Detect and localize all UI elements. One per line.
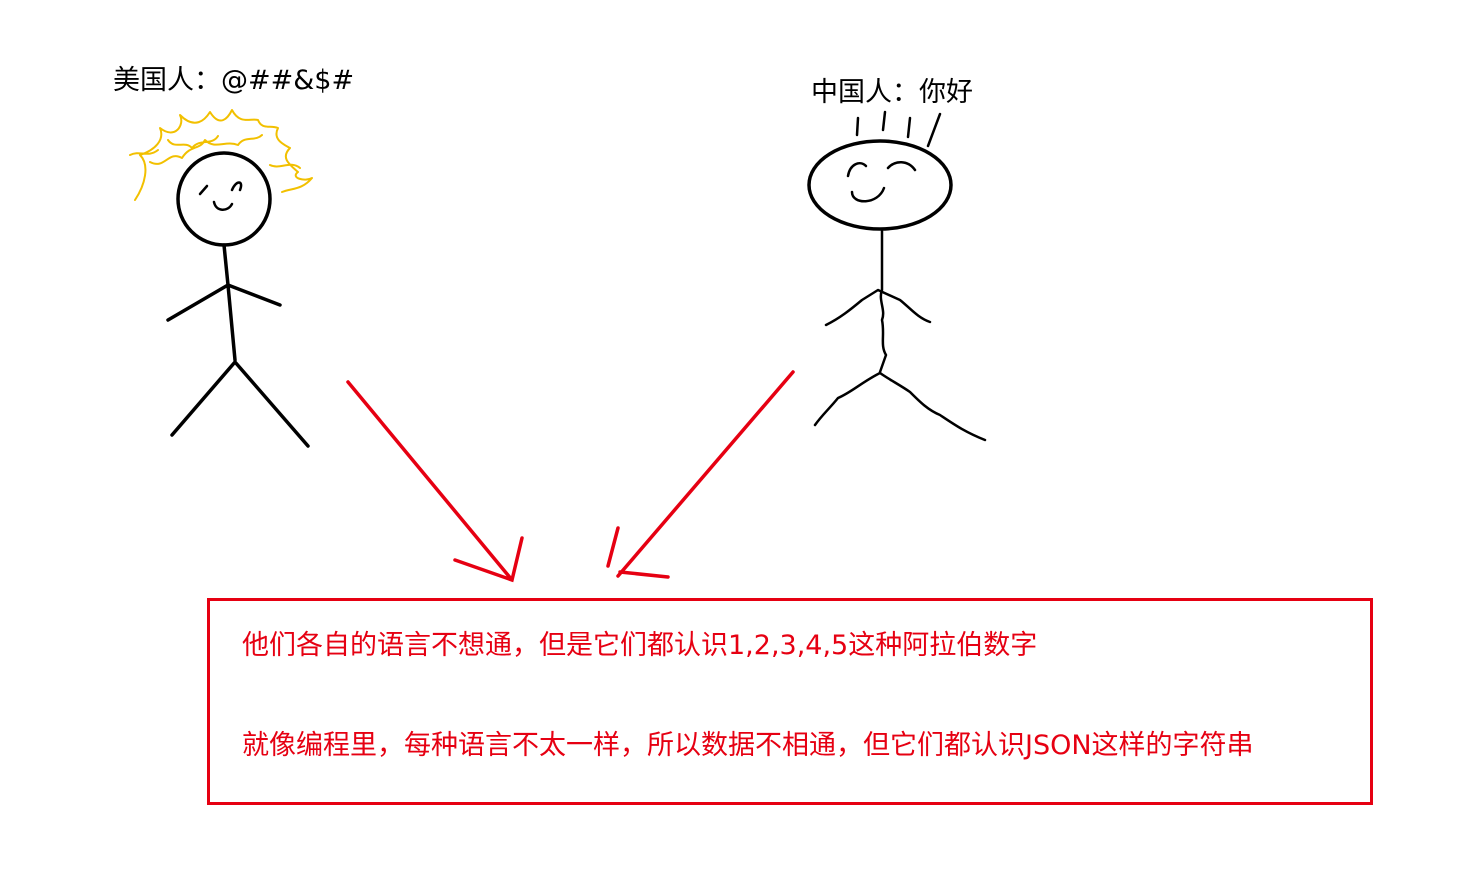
american-arms (166, 283, 282, 322)
american-hair (129, 109, 313, 201)
american-mouth (212, 200, 234, 211)
american-head (176, 151, 272, 247)
chinese-body (878, 229, 888, 374)
chinese-head (807, 139, 953, 231)
chinese-right-eye (886, 161, 917, 172)
american-speech-label: 美国人：@##&$# (113, 65, 355, 96)
right-arrow (606, 370, 795, 579)
chinese-speech-label: 中国人：你好 (811, 77, 973, 108)
left-arrow (346, 380, 524, 583)
chinese-hair (855, 110, 942, 148)
american-figure (129, 109, 313, 448)
explanation-box: 他们各自的语言不想通，但是它们都认识1,2,3,4,5这种阿拉伯数字 就像编程里… (207, 598, 1373, 805)
american-legs (170, 360, 310, 448)
chinese-figure (807, 110, 987, 442)
american-left-eye (198, 184, 209, 196)
chinese-left-eye (846, 162, 868, 178)
explanation-line-1: 他们各自的语言不想通，但是它们都认识1,2,3,4,5这种阿拉伯数字 (242, 630, 1038, 661)
american-body (222, 243, 237, 362)
explanation-line-2: 就像编程里，每种语言不太一样，所以数据不相通，但它们都认识JSON这样的字符串 (242, 730, 1254, 761)
chinese-mouth (850, 186, 886, 203)
red-arrows (346, 370, 795, 583)
american-right-eye (230, 181, 243, 192)
chinese-arms (824, 288, 932, 327)
chinese-legs (813, 371, 987, 442)
